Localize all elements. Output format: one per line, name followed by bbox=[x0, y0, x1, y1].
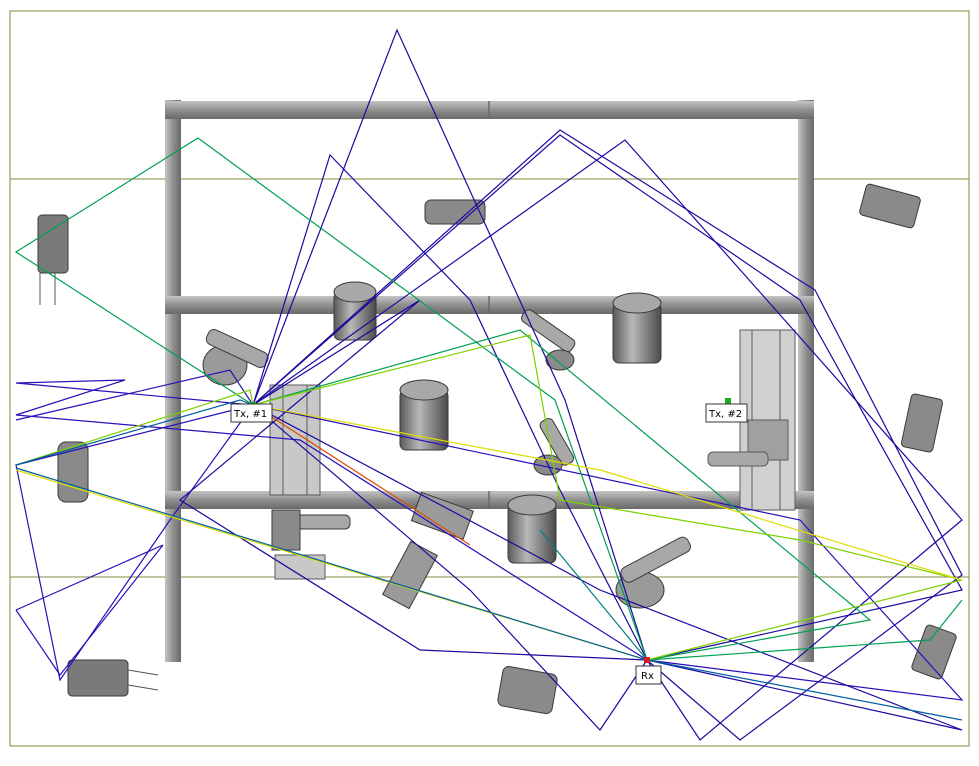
ray-path bbox=[252, 134, 963, 661]
ray-path bbox=[178, 299, 648, 661]
robot-arm-5 bbox=[271, 509, 351, 551]
ray-paths bbox=[14, 28, 964, 741]
ray-path bbox=[539, 529, 648, 661]
ray-path bbox=[252, 334, 963, 661]
column-left bbox=[165, 100, 181, 662]
ray-path bbox=[15, 369, 254, 421]
ray-path bbox=[15, 404, 254, 682]
tank-2 bbox=[612, 292, 662, 364]
rx-label: Rx bbox=[641, 671, 654, 682]
cart-4 bbox=[497, 666, 558, 715]
cart-2 bbox=[900, 393, 944, 453]
crate-1 bbox=[381, 540, 439, 610]
column-right bbox=[798, 100, 814, 662]
tank-3 bbox=[399, 379, 449, 451]
tx2-label: Tx, #2 bbox=[708, 409, 742, 420]
ray-path bbox=[252, 404, 963, 731]
tx2-label-box bbox=[705, 403, 748, 423]
crate-2 bbox=[410, 491, 474, 540]
cart-3 bbox=[911, 624, 957, 680]
tx1-label-box bbox=[230, 403, 273, 423]
cart-1 bbox=[859, 183, 921, 229]
ray-path bbox=[14, 137, 648, 661]
ray-path bbox=[252, 139, 963, 741]
ray-path bbox=[15, 379, 648, 661]
tank-4 bbox=[507, 494, 557, 564]
ray-path bbox=[15, 544, 164, 677]
ray-path bbox=[252, 28, 648, 661]
forklift-1 bbox=[37, 214, 69, 305]
ray-path bbox=[252, 404, 471, 546]
tx1-label: Tx, #1 bbox=[233, 409, 267, 420]
forklift-2 bbox=[67, 659, 159, 697]
ray-path bbox=[252, 404, 963, 581]
ray-path bbox=[252, 153, 648, 661]
ray-path bbox=[646, 599, 963, 661]
tx1-marker[interactable]: Tx, #1 bbox=[230, 402, 273, 423]
robot-arm-2 bbox=[521, 309, 576, 371]
ray-path bbox=[15, 389, 254, 466]
ray-path bbox=[252, 129, 963, 741]
ray-path bbox=[15, 399, 254, 466]
tx2-marker[interactable]: Tx, #2 bbox=[705, 398, 748, 423]
scene-border bbox=[9, 10, 970, 747]
rx-label-box bbox=[635, 665, 662, 685]
conveyor-rack-2 bbox=[707, 329, 796, 511]
ray-path bbox=[252, 329, 872, 661]
ray-path bbox=[252, 404, 964, 701]
robot-arm-1 bbox=[202, 328, 269, 386]
rx-marker[interactable]: Rx bbox=[635, 657, 662, 685]
ray-path bbox=[252, 404, 648, 731]
